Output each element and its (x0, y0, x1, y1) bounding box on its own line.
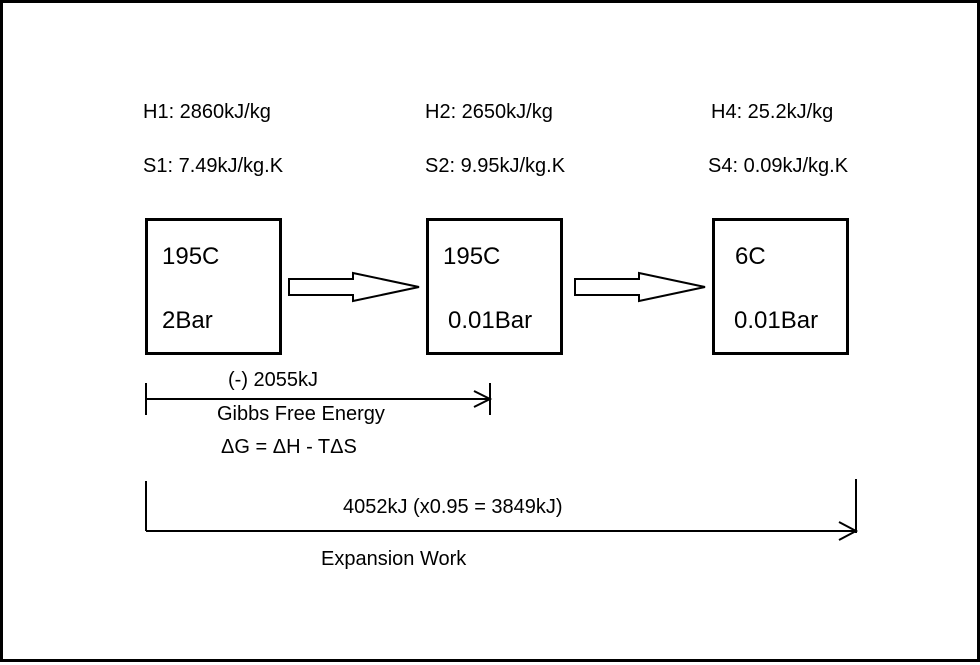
state-3-enthalpy: H4: 25.2kJ/kg (711, 101, 834, 123)
expansion-title: Expansion Work (321, 548, 467, 570)
state-3-box: 6C 0.01Bar (712, 218, 849, 355)
state-2-temperature: 195C (443, 243, 501, 270)
state-2-pressure: 0.01Bar (448, 307, 533, 334)
state-1-temperature: 195C (162, 243, 220, 270)
state-1-enthalpy: H1: 2860kJ/kg (143, 101, 271, 123)
state-3-temperature: 6C (735, 243, 766, 270)
state-1-box: 195C 2Bar (145, 218, 282, 355)
diagram-lines (145, 271, 859, 541)
state-1-pressure: 2Bar (162, 307, 213, 334)
expansion-dimension-line (145, 479, 859, 541)
state-3-pressure: 0.01Bar (734, 307, 819, 334)
gibbs-title: Gibbs Free Energy (217, 403, 385, 425)
process-arrow-1 (288, 271, 420, 303)
gibbs-dimension-line (145, 383, 493, 415)
gibbs-formula: ΔG = ΔH - TΔS (221, 436, 357, 458)
gibbs-value: (-) 2055kJ (228, 369, 319, 391)
expansion-value: 4052kJ (x0.95 = 3849kJ) (343, 496, 563, 518)
state-2-entropy: S2: 9.95kJ/kg.K (425, 155, 566, 177)
state-1-entropy: S1: 7.49kJ/kg.K (143, 155, 284, 177)
state-2-enthalpy: H2: 2650kJ/kg (425, 101, 553, 123)
state-2-box: 195C 0.01Bar (426, 218, 563, 355)
process-arrow-2 (574, 271, 706, 303)
state-3-entropy: S4: 0.09kJ/kg.K (708, 155, 849, 177)
